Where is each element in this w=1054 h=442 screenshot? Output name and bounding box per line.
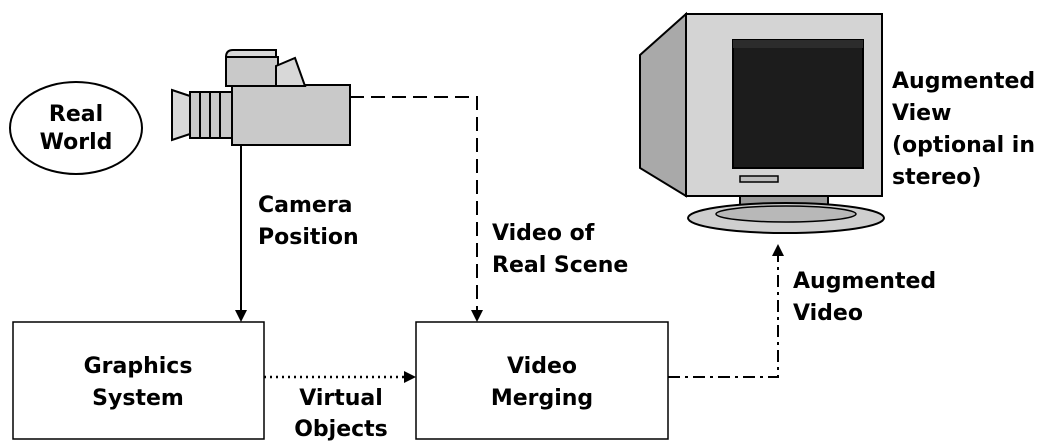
video-camera-icon [171,49,351,146]
crt-monitor-icon [639,11,885,234]
video-of-real-scene-label: Video of Real Scene [492,221,628,278]
merging-to-monitor-arrow [668,244,784,378]
video-of-real-scene-line2: Real Scene [492,253,628,278]
augmented-view-line1: Augmented [892,69,1035,94]
camera-position-label: Camera Position [258,193,359,250]
real-world-label-line2: World [40,130,113,155]
augmented-video-line1: Augmented [793,269,936,294]
real-world-label-line1: Real [49,102,103,127]
augmented-view-line2: View [892,101,951,126]
augmented-video-line2: Video [793,301,863,326]
video-of-real-scene-line1: Video of [492,221,595,246]
graphics-system-label-line2: System [92,386,184,411]
video-merging-node: Video Merging [415,321,669,440]
graphics-system-label-line1: Graphics [84,354,193,379]
virtual-objects-line1: Virtual [299,386,383,411]
camera-position-line2: Position [258,225,359,250]
augmented-view-label: Augmented View (optional in stereo) [892,69,1035,190]
video-merging-label-line1: Video [507,354,577,379]
augmented-view-line3: (optional in [892,133,1035,158]
virtual-objects-label: Virtual Objects [294,386,388,442]
graphics-system-node: Graphics System [12,321,265,440]
camera-to-merging-arrow [350,96,483,322]
augmented-view-line4: stereo) [892,165,981,190]
virtual-objects-line2: Objects [294,417,388,442]
video-merging-label-line2: Merging [491,386,593,411]
augmented-video-label: Augmented Video [793,269,936,326]
real-world-node: Real World [9,81,143,175]
camera-position-line1: Camera [258,193,353,218]
